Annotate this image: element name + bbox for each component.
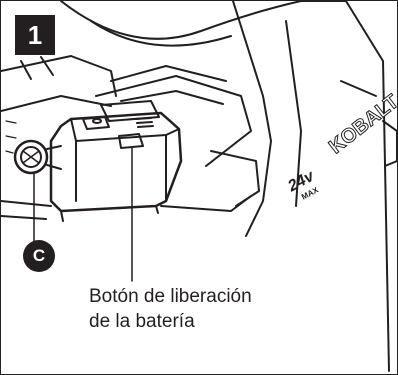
label-line-2: de la batería [89, 311, 195, 332]
step-number-badge: 1 [15, 15, 55, 55]
battery-release-button-label: Botón de liberación de la batería [89, 284, 252, 334]
callout-c-label: C [23, 240, 55, 272]
label-line-1: Botón de liberación [89, 286, 252, 307]
